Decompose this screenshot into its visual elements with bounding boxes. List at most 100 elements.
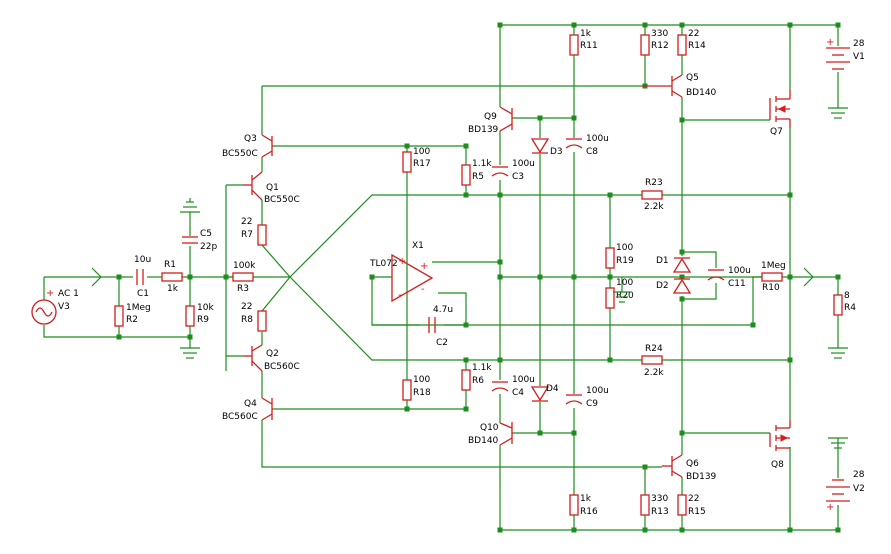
ground-v2	[828, 437, 848, 449]
diode-d2: D2	[656, 278, 692, 294]
resistor-r10: 1Meg R10	[761, 261, 786, 293]
v1-value: 28	[853, 39, 865, 49]
q3-ref: Q3	[244, 134, 257, 144]
resistor-r8: 22 R8	[241, 302, 267, 332]
r8-value: 22	[241, 302, 252, 312]
capacitor-c11: 100u C11	[707, 266, 751, 289]
c9-ref: C9	[586, 399, 598, 409]
ground-r19	[613, 291, 631, 303]
q10-ref: Q10	[480, 423, 499, 433]
c11-value: 100u	[728, 266, 751, 276]
mosfet-q7: Q7	[769, 90, 791, 137]
opamp-minus-pin: -	[421, 284, 425, 295]
resistor-r3: 100k R3	[232, 261, 256, 294]
r1-ref: R1	[164, 260, 176, 270]
c1-value: 10u	[134, 255, 151, 265]
battery-v2: + 28 V2	[826, 470, 865, 513]
c11-ref: C11	[728, 279, 746, 289]
q5-type: BD140	[686, 88, 717, 98]
q3-type: BC550C	[222, 149, 258, 159]
q4-ref: Q4	[244, 399, 257, 409]
r16-value: 1k	[580, 494, 592, 504]
transistor-q6: Q6 BD139	[662, 454, 717, 482]
r20-value: 100	[616, 278, 633, 288]
output-terminal-arrow	[803, 267, 814, 287]
x1-ref: X1	[412, 241, 424, 251]
r10-ref: R10	[762, 283, 780, 293]
v1-plus-sign: +	[826, 37, 834, 48]
r18-ref: R18	[413, 388, 431, 398]
c4-ref: C4	[512, 388, 524, 398]
opamp-plus-supply: +	[398, 256, 406, 267]
x1-type: TL072	[369, 259, 398, 269]
r9-ref: R9	[197, 315, 209, 325]
transistor-q3: Q3 BC550C	[222, 134, 273, 159]
q5-ref: Q5	[686, 73, 699, 83]
c9-value: 100u	[586, 386, 609, 396]
capacitor-c4: 100u C4	[491, 375, 535, 398]
v2-ref: V2	[853, 484, 865, 494]
opamp-minus-supply: -	[398, 290, 402, 301]
r7-value: 22	[241, 217, 252, 227]
c3-value: 100u	[512, 159, 535, 169]
resistor-r5: 1.1k R5	[461, 159, 492, 186]
c2-ref: C2	[436, 338, 448, 348]
resistor-r1: R1 1k	[161, 260, 183, 294]
diode-d3: D3	[530, 138, 563, 157]
r16-ref: R16	[580, 507, 598, 517]
diode-d1: D1	[656, 256, 692, 273]
c5-value: 22p	[200, 242, 217, 252]
resistor-r14: 22 R14	[677, 29, 706, 56]
transistor-q9: Q9 BD139	[468, 106, 513, 135]
d4-ref: D4	[546, 384, 559, 394]
junction-nodes	[116, 22, 841, 533]
r18-value: 100	[413, 375, 430, 385]
r23-value: 2.2k	[644, 202, 664, 212]
r10-value: 1Meg	[761, 261, 786, 271]
transistor-q5: Q5 BD140	[642, 73, 717, 98]
v2-value: 28	[853, 470, 865, 480]
ground-input	[180, 347, 200, 359]
r5-value: 1.1k	[472, 159, 492, 169]
transistor-q1: Q1 BC550C	[243, 171, 300, 205]
r9-value: 10k	[197, 303, 214, 313]
resistor-r16: 1k R16	[569, 494, 598, 517]
transistor-q2: Q2 BC560C	[243, 344, 300, 372]
resistor-r4: 8 R4	[833, 291, 856, 316]
r6-value: 1.1k	[472, 363, 492, 373]
ground-load	[828, 347, 848, 359]
diode-d4: D4	[530, 384, 559, 402]
capacitor-c1: 10u C1	[134, 255, 151, 299]
opamp-plus-pin: +	[420, 261, 428, 272]
resistor-r6: 1.1k R6	[461, 363, 492, 391]
q2-type: BC560C	[264, 362, 300, 372]
r8-ref: R8	[241, 315, 253, 325]
q1-type: BC550C	[264, 195, 300, 205]
battery-v1: + 28 V1	[826, 37, 865, 70]
capacitor-c5: C5 22p	[182, 229, 217, 252]
q1-ref: Q1	[266, 183, 279, 193]
r13-ref: R13	[651, 507, 669, 517]
source-ref: V3	[58, 302, 70, 312]
d1-ref: D1	[656, 256, 669, 266]
c5-ref: C5	[200, 229, 212, 239]
c3-ref: C3	[512, 172, 524, 182]
r24-value: 2.2k	[644, 368, 664, 378]
q9-type: BD139	[468, 125, 499, 135]
r3-value: 100k	[233, 261, 256, 271]
v2-plus-sign: +	[826, 502, 834, 513]
r20-ref: R20	[616, 291, 634, 301]
r11-value: 1k	[580, 29, 592, 39]
r19-value: 100	[616, 243, 633, 253]
resistor-r17: 100 R17	[402, 147, 431, 173]
ground-c5	[180, 198, 200, 213]
c8-value: 100u	[586, 134, 609, 144]
r15-value: 22	[688, 494, 699, 504]
mosfet-q8: Q8	[769, 420, 791, 470]
resistor-r19: 100 R19	[605, 243, 634, 269]
source-plus-sign: +	[46, 288, 54, 299]
q6-ref: Q6	[686, 459, 699, 469]
q8-ref: Q8	[771, 460, 784, 470]
resistor-r15: 22 R15	[677, 494, 706, 517]
